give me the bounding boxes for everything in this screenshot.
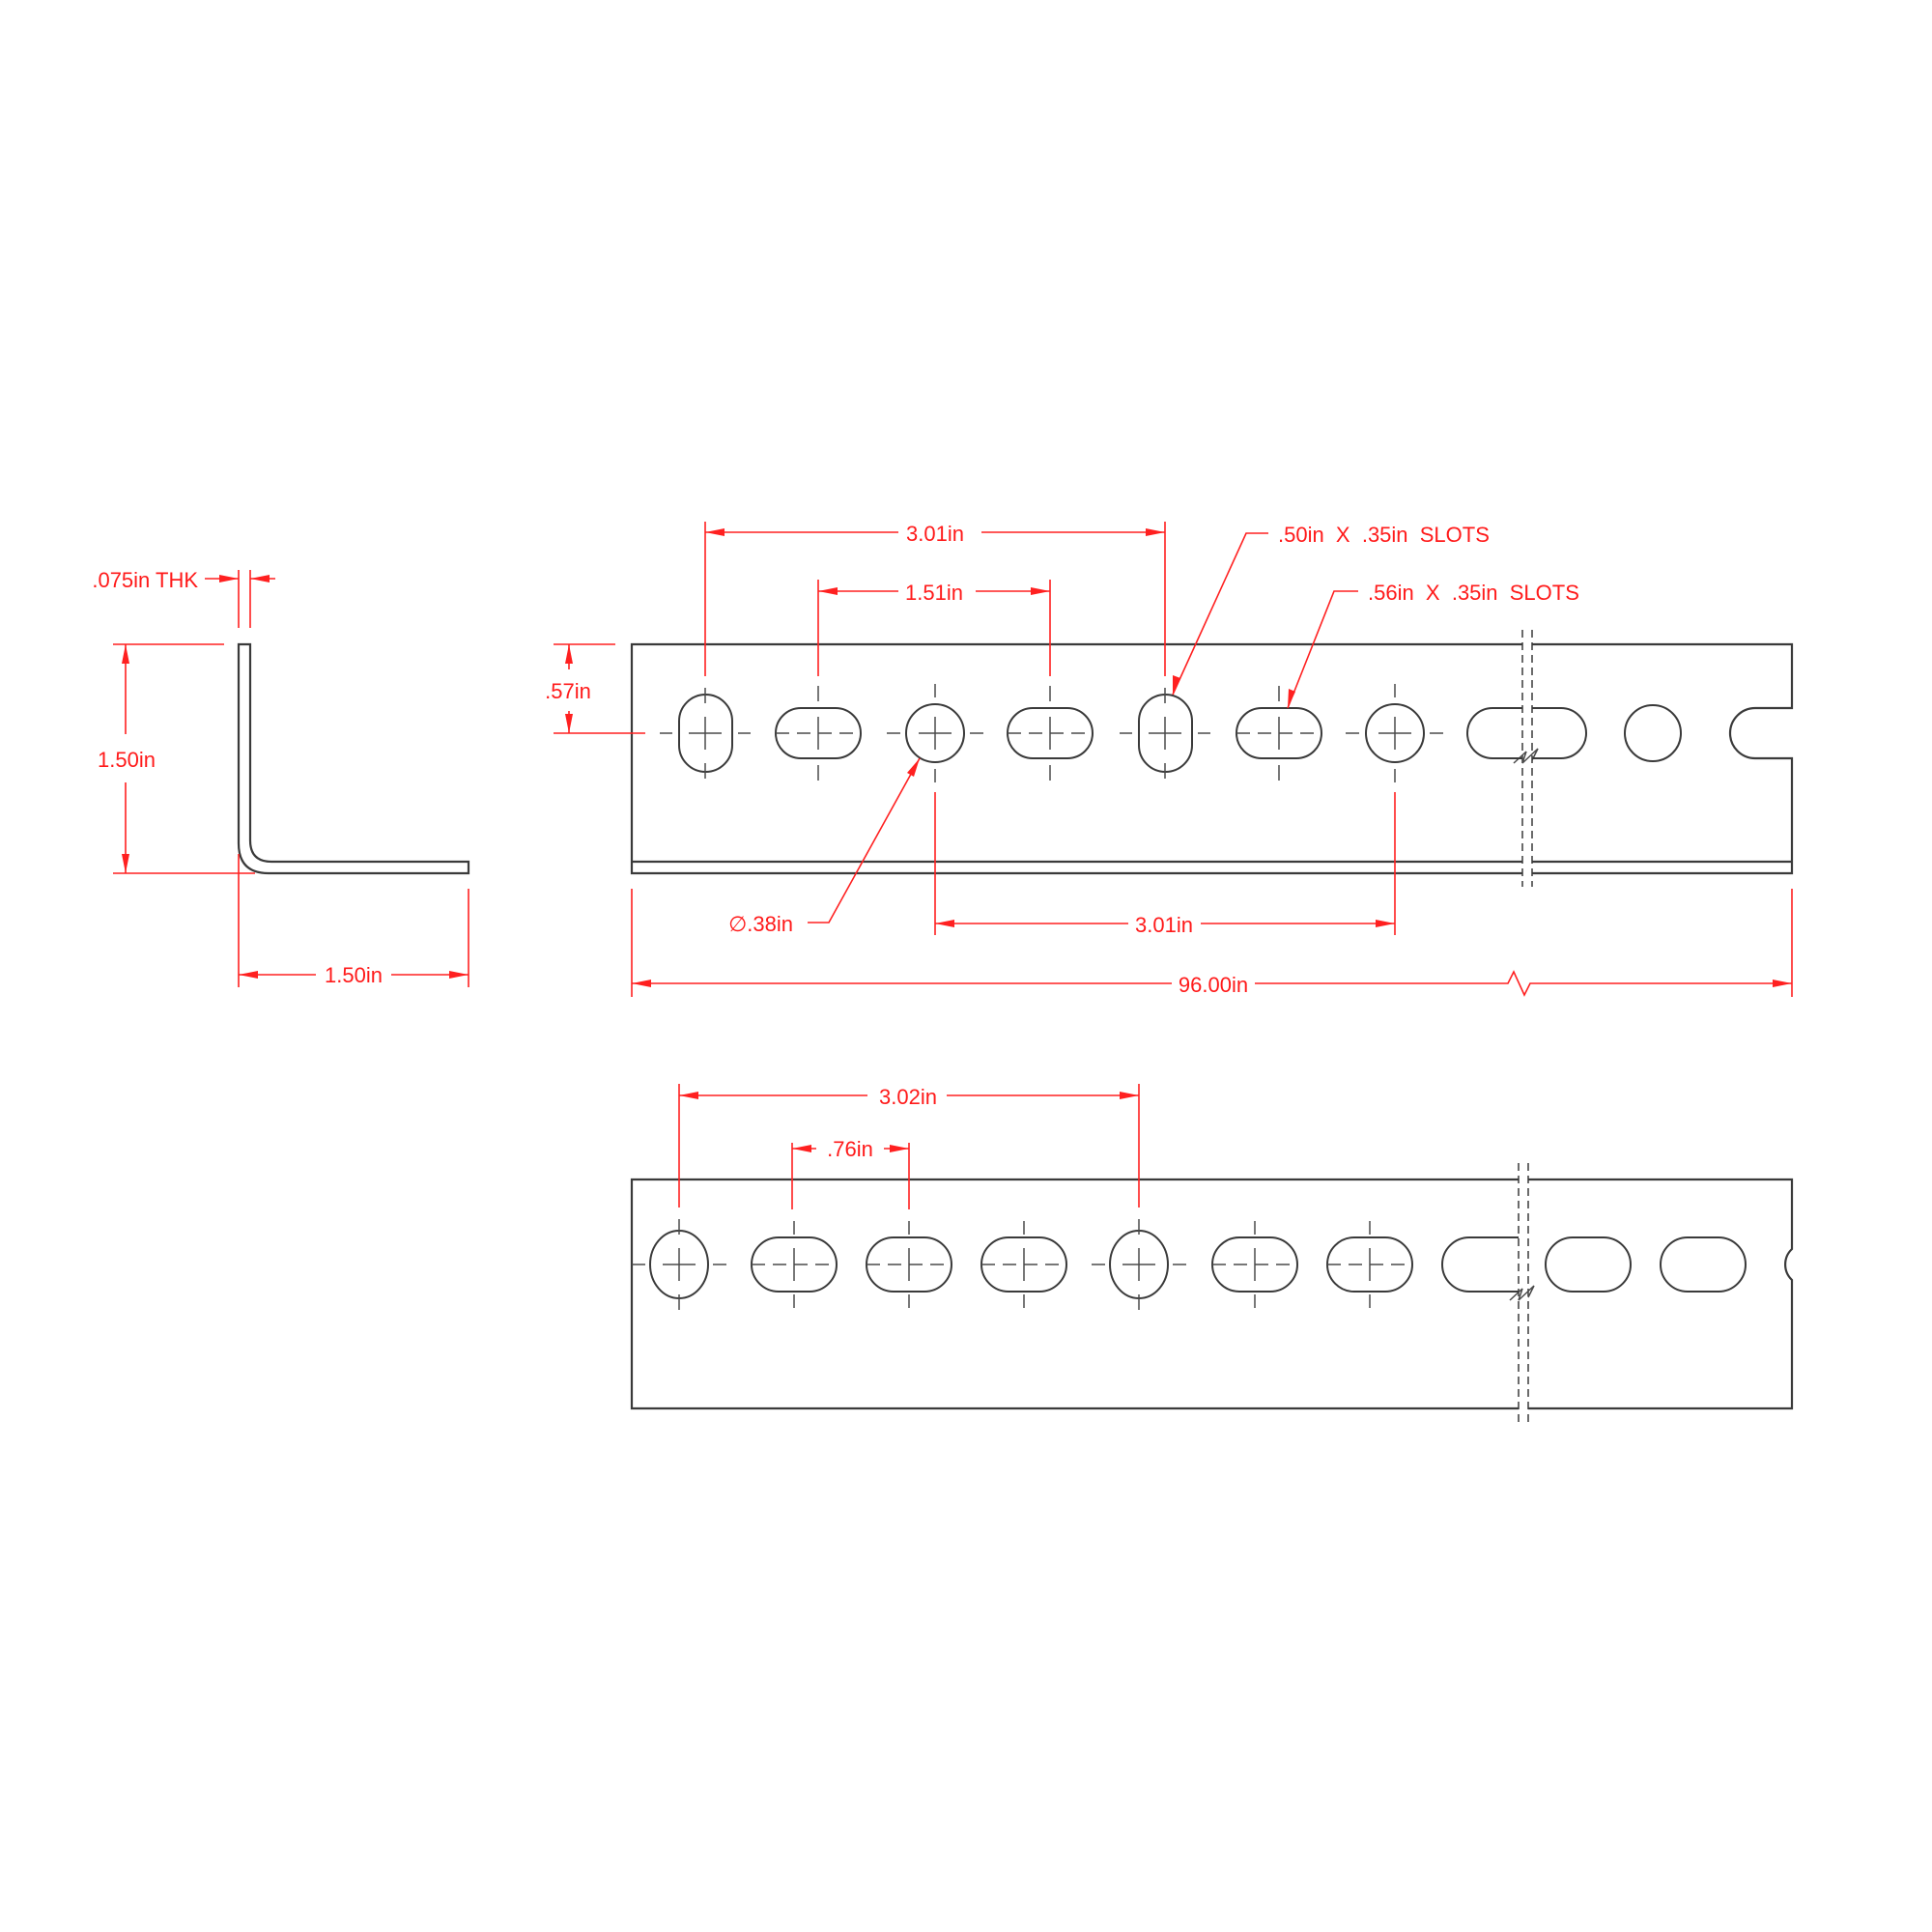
height-label: 1.50in (98, 748, 156, 772)
height-dimension: 1.50in (98, 643, 255, 874)
top-strip-view: 3.01in 1.51in .50in X .35in SLOTS .56in … (545, 522, 1794, 997)
bottom-strip-view: 3.02in .76in (630, 1084, 1794, 1422)
angle-profile-view: .075in THK 1.50in 1.50in (92, 568, 470, 987)
hole-row-bottom (649, 1230, 1747, 1299)
spacing-dimension-inner: .76in (791, 1137, 910, 1209)
break-symbol (1509, 1285, 1535, 1301)
overall-length-label: 96.00in (1179, 973, 1248, 997)
spacing-dimension-bottom: 3.01in (934, 792, 1396, 937)
horizontal-slot (1660, 1236, 1747, 1293)
spacing-inner-label: 1.51in (905, 581, 963, 605)
spacing-outer-label: 3.01in (906, 522, 964, 546)
thickness-dimension: .075in THK (92, 568, 275, 628)
strip-outline-left (630, 642, 1522, 875)
round-hole (905, 703, 965, 763)
edge-offset-dimension: .57in (545, 643, 645, 734)
spacing-dimension-outer: 3.01in (704, 522, 1166, 676)
width-dimension: 1.50in (238, 854, 469, 987)
edge-offset-label: .57in (545, 679, 591, 703)
hole-diameter-label: ∅.38in (728, 912, 793, 936)
spacing-bottom-label: 3.01in (1135, 913, 1193, 937)
spacing-dimension-outer: 3.02in (678, 1084, 1140, 1208)
width-label: 1.50in (325, 963, 383, 987)
break-symbol (1513, 748, 1539, 764)
thickness-label: .075in THK (92, 568, 198, 592)
angle-profile-outline (237, 642, 470, 875)
strip-outline-right (1528, 1178, 1794, 1410)
slot-callout-a: .50in X .35in SLOTS (1172, 523, 1490, 696)
strip-outline-right (1532, 642, 1794, 875)
slot-a-callout: .50in X .35in SLOTS (1278, 523, 1490, 547)
spacing-outer-label: 3.02in (879, 1085, 937, 1109)
spacing-dimension-inner: 1.51in (817, 580, 1051, 676)
round-hole (1365, 703, 1425, 763)
spacing-inner-label: .76in (827, 1137, 873, 1161)
strip-outline-left (630, 1178, 1519, 1410)
center-marks-bottom (632, 1219, 1412, 1310)
slot-b-callout: .56in X .35in SLOTS (1368, 581, 1579, 605)
overall-length-dimension: 96.00in (631, 889, 1793, 997)
slot-callout-b: .56in X .35in SLOTS (1287, 581, 1579, 709)
round-hole (1624, 704, 1682, 762)
hole-diameter-callout: ∅.38in (728, 757, 921, 936)
center-marks-top (660, 684, 1443, 782)
horizontal-slot (1545, 1236, 1632, 1293)
